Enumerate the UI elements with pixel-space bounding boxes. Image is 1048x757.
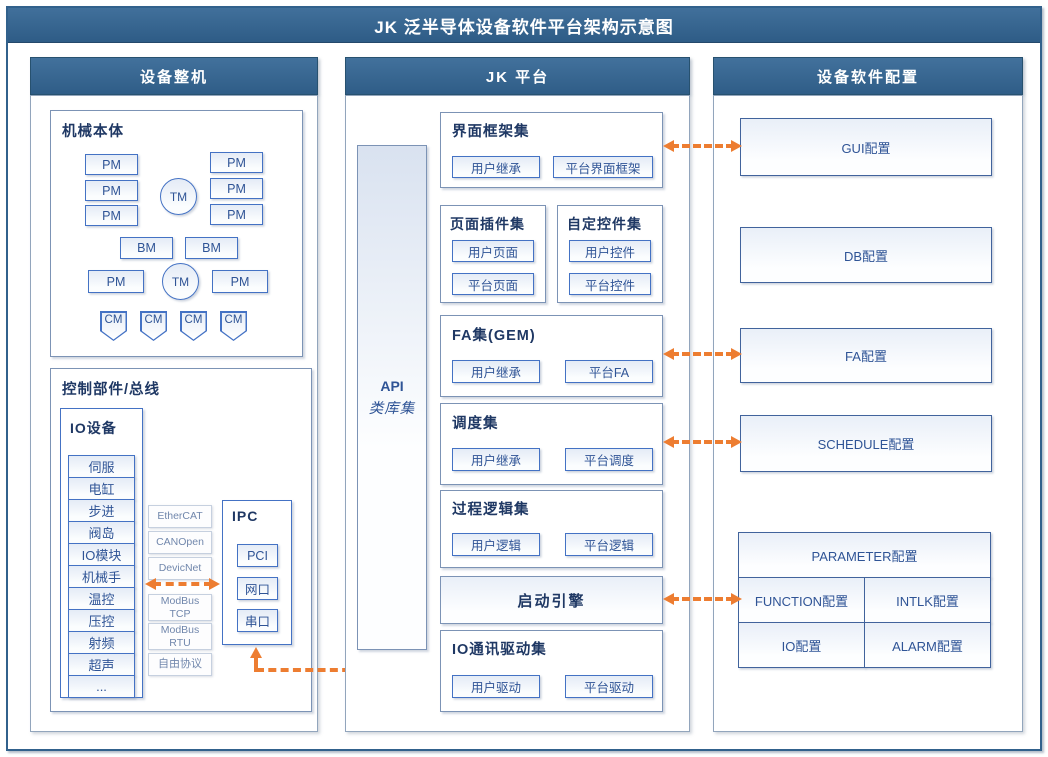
schedule-item: 用户继承 — [452, 448, 540, 471]
diagram-title: JK 泛半导体设备软件平台架构示意图 — [8, 8, 1040, 43]
protocol-item: DevicNet — [148, 557, 212, 580]
io-device-item: ... — [68, 675, 135, 698]
arrow-fa-faconfig — [663, 348, 742, 362]
mechanical-body-title: 机械本体 — [62, 124, 124, 140]
io-device-item: 步进 — [68, 499, 135, 522]
config-cell-io: IO配置 — [738, 622, 865, 668]
io-driver-item: 用户驱动 — [452, 675, 540, 698]
cm-shape: CM — [100, 311, 127, 341]
fa-section — [440, 315, 663, 397]
cm-shape: CM — [140, 311, 167, 341]
diagram-frame — [6, 6, 1042, 751]
io-device-item: 温控 — [68, 587, 135, 610]
config-cell-function: FUNCTION配置 — [738, 577, 865, 623]
ipc-title: IPC — [232, 508, 259, 524]
tm-circle: TM — [162, 263, 199, 300]
mechanical-body-section — [50, 110, 303, 357]
schedule-title: 调度集 — [452, 416, 499, 432]
config-cell-intlk: INTLK配置 — [864, 577, 991, 623]
ipc-port-item: 网口 — [237, 577, 278, 600]
schedule-section — [440, 403, 663, 485]
page-plugin-item: 用户页面 — [452, 240, 534, 262]
protocol-item: 自由协议 — [148, 653, 212, 676]
io-driver-section — [440, 630, 663, 712]
config-box-gui: GUI配置 — [740, 118, 992, 176]
io-device-item: 机械手 — [68, 565, 135, 588]
bm-box: BM — [120, 237, 173, 259]
io-devices-title: IO设备 — [70, 420, 117, 436]
arrow-vertical-ipc — [254, 658, 258, 672]
ui-framework-item: 用户继承 — [452, 156, 540, 178]
pm-box: PM — [212, 270, 268, 293]
cm-shape: CM — [220, 311, 247, 341]
custom-control-title: 自定控件集 — [567, 216, 642, 232]
config-cell-parameter: PARAMETER配置 — [738, 532, 991, 578]
schedule-item: 平台调度 — [565, 448, 653, 471]
fa-item: 用户继承 — [452, 360, 540, 383]
startup-engine-box: 启动引擎 — [440, 576, 663, 624]
io-driver-item: 平台驱动 — [565, 675, 653, 698]
protocol-item: ModBus TCP — [148, 594, 212, 621]
io-device-item: 阀岛 — [68, 521, 135, 544]
protocol-item: EtherCAT — [148, 505, 212, 528]
pm-box: PM — [210, 178, 263, 199]
ipc-port-item: PCI — [237, 544, 278, 567]
io-device-item: 射频 — [68, 631, 135, 654]
arrow-head-up-ipc — [250, 647, 262, 658]
io-device-item: 压控 — [68, 609, 135, 632]
column-header-config: 设备软件配置 — [713, 57, 1023, 95]
cm-shape: CM — [180, 311, 207, 341]
api-library-label: 类库集 — [368, 400, 416, 417]
ui-framework-title: 界面框架集 — [452, 124, 530, 140]
config-box-schedule: SCHEDULE配置 — [740, 415, 992, 472]
config-cell-alarm: ALARM配置 — [864, 622, 991, 668]
pm-box: PM — [85, 205, 138, 226]
arrow-schedule-scheduleconfig — [663, 436, 742, 450]
config-box-fa: FA配置 — [740, 328, 992, 383]
process-logic-title: 过程逻辑集 — [452, 502, 530, 518]
pm-box: PM — [85, 180, 138, 201]
ipc-port-item: 串口 — [237, 609, 278, 632]
custom-control-item: 用户控件 — [569, 240, 651, 262]
protocol-item: CANOpen — [148, 531, 212, 554]
column-header-equipment: 设备整机 — [30, 57, 318, 95]
api-label: API — [380, 377, 404, 394]
arrow-engine-functionconfig — [663, 593, 742, 607]
protocol-item: ModBus RTU — [148, 623, 212, 650]
arrow-uiframework-gui — [663, 140, 742, 154]
pm-box: PM — [88, 270, 144, 293]
process-logic-item: 平台逻辑 — [565, 533, 653, 556]
io-driver-title: IO通讯驱动集 — [452, 642, 547, 658]
config-box-db: DB配置 — [740, 227, 992, 283]
io-device-item: 超声 — [68, 653, 135, 676]
io-device-item: 电缸 — [68, 477, 135, 500]
control-bus-title: 控制部件/总线 — [62, 382, 161, 398]
process-logic-item: 用户逻辑 — [452, 533, 540, 556]
page-plugin-title: 页面插件集 — [450, 216, 525, 232]
arrow-ipc-iodriver — [256, 668, 424, 672]
custom-control-item: 平台控件 — [569, 273, 651, 295]
tm-circle: TM — [160, 178, 197, 215]
pm-box: PM — [210, 152, 263, 173]
bm-box: BM — [185, 237, 238, 259]
fa-item: 平台FA — [565, 360, 653, 383]
page-plugin-item: 平台页面 — [452, 273, 534, 295]
column-header-platform: JK 平台 — [345, 57, 690, 95]
api-library-box: API 类库集 — [357, 145, 427, 650]
pm-box: PM — [210, 204, 263, 225]
pm-box: PM — [85, 154, 138, 175]
ui-framework-item: 平台界面框架 — [553, 156, 653, 178]
fa-title: FA集(GEM) — [452, 328, 536, 344]
io-device-item: IO模块 — [68, 543, 135, 566]
arrow-iodevices-ipc — [145, 578, 220, 592]
io-device-item: 伺服 — [68, 455, 135, 478]
